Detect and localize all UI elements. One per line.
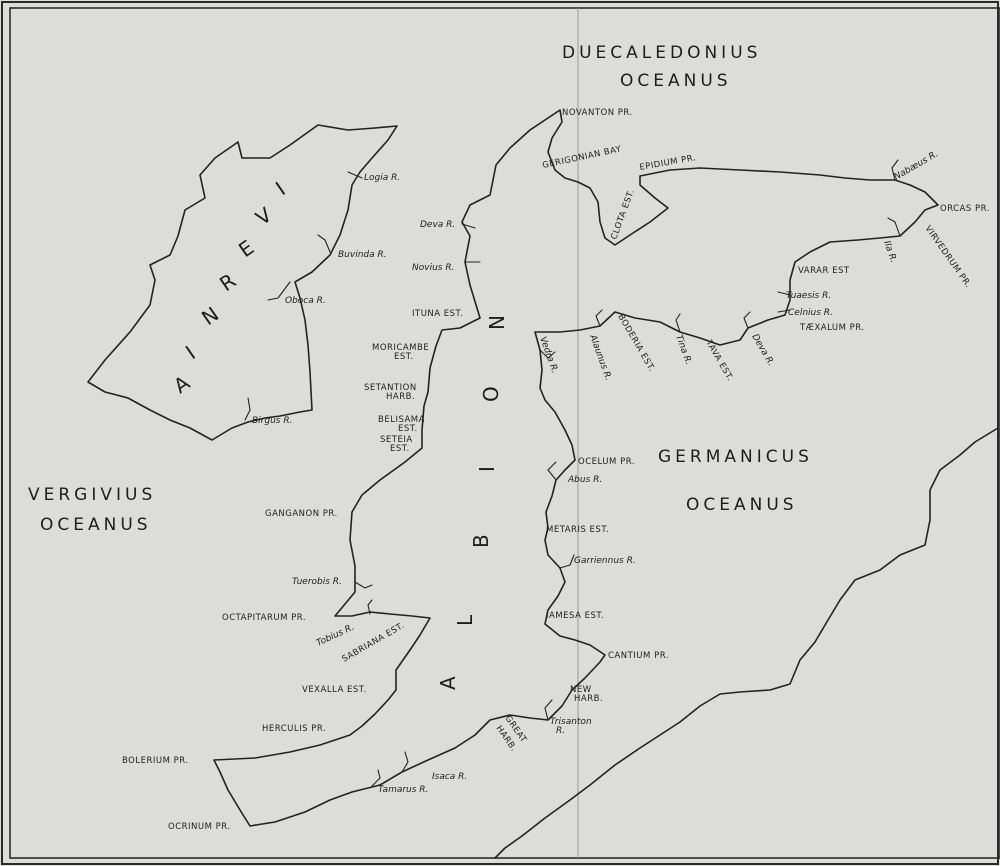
celnius-label: Celnius R. — [788, 308, 833, 318]
oboca-label: Oboca R. — [285, 296, 326, 306]
garriennus-label: Garriennus R. — [574, 556, 636, 566]
germanicus-label: GERMANICUS — [658, 447, 813, 467]
abus-river — [547, 461, 557, 481]
ituna-label: ITUNA EST. — [412, 309, 463, 319]
new-harb-label: NEW — [570, 685, 592, 695]
trisanton-river — [544, 699, 553, 721]
vedra-river — [539, 349, 556, 359]
tamarus-label: Tamarus R. — [378, 785, 428, 795]
duecaledonius-label: DUECALEDONIUS — [562, 43, 761, 63]
tobius-river — [367, 599, 373, 615]
oboca-river — [267, 281, 291, 301]
varar-label: VARAR EST — [798, 266, 850, 276]
belisama-label: BELISAMA — [378, 415, 425, 425]
duecaledonius-oceanus-label: OCEANUS — [620, 71, 732, 91]
deva-w-label: Deva R. — [420, 220, 455, 230]
taexalum-label: TÆXALUM PR. — [799, 323, 865, 333]
tuaesis-label: Tuaesis R. — [786, 291, 831, 301]
ila-river — [887, 217, 901, 237]
tamarus-river — [371, 769, 381, 787]
isaca-river — [401, 751, 409, 773]
logia-river — [347, 171, 363, 179]
alaunus-river — [595, 309, 603, 327]
tina-river — [675, 313, 681, 333]
seteia-label: SETEIA — [380, 435, 413, 445]
octapitarum-label: OCTAPITARUM PR. — [222, 613, 306, 623]
inner-frame — [9, 7, 1000, 859]
novius-label: Novius R. — [412, 263, 454, 273]
vexalla-label: VEXALLA EST. — [302, 685, 367, 695]
tuaesis-river — [777, 291, 791, 296]
belisama-est-label: EST. — [398, 424, 418, 434]
celnius-river — [777, 309, 791, 313]
ocelum-label: OCELUM PR. — [578, 457, 635, 467]
tuerobis-river — [354, 581, 373, 589]
setantion-label: SETANTION — [364, 383, 417, 393]
continent-coastline — [494, 427, 999, 859]
germanicus-oceanus-label: OCEANUS — [686, 495, 798, 515]
bolerium-label: BOLERIUM PR. — [122, 756, 189, 766]
garriennus-river — [559, 554, 575, 569]
tuerobis-label: Tuerobis R. — [292, 577, 342, 587]
trisanton-r-label: R. — [556, 726, 565, 736]
orcas-label: ORCAS PR. — [940, 204, 990, 214]
metaris-label: METARIS EST. — [546, 525, 609, 535]
deva-river-e — [743, 311, 751, 329]
nabaeus-river — [891, 159, 899, 181]
svg-text:N: N — [485, 313, 509, 330]
ganganon-label: GANGANON PR. — [265, 509, 338, 519]
abus-label: Abus R. — [567, 475, 602, 485]
svg-text:I: I — [475, 464, 499, 472]
buvinda-label: Buvinda R. — [338, 250, 387, 260]
vergivius-label: VERGIVIUS — [28, 485, 156, 505]
herculis-label: HERCULIS PR. — [262, 724, 326, 734]
isaca-label: Isaca R. — [432, 772, 467, 782]
ocrinum-label: OCRINUM PR. — [168, 822, 231, 832]
birgus-river — [244, 397, 251, 421]
moricambe-label: MORICAMBE — [372, 343, 429, 353]
albion-coastline — [213, 109, 939, 827]
ivernia-coastline — [87, 124, 398, 441]
albion-label: A L B I O N — [436, 313, 509, 690]
trisanton-label: Trisanton — [550, 717, 592, 727]
novanton-label: NOVANTON PR. — [562, 108, 633, 118]
svg-text:A: A — [436, 674, 460, 690]
seteia-est-label: EST. — [390, 444, 410, 454]
vergivius-oceanus-label: OCEANUS — [40, 515, 152, 535]
svg-text:O: O — [479, 384, 503, 402]
moricambe-est-label: EST. — [394, 352, 414, 362]
svg-text:B: B — [469, 532, 493, 548]
cantium-label: CANTIUM PR. — [608, 651, 669, 661]
buvinda-river — [317, 234, 331, 253]
new-harb-harb-label: HARB. — [574, 694, 603, 704]
deva-river-w — [461, 223, 476, 229]
iamesa-label: IAMESA EST. — [546, 611, 604, 621]
svg-text:L: L — [453, 613, 477, 626]
setantion-harb-label: HARB. — [386, 392, 415, 402]
logia-label: Logia R. — [364, 173, 400, 183]
birgus-label: Birgus R. — [252, 416, 292, 426]
